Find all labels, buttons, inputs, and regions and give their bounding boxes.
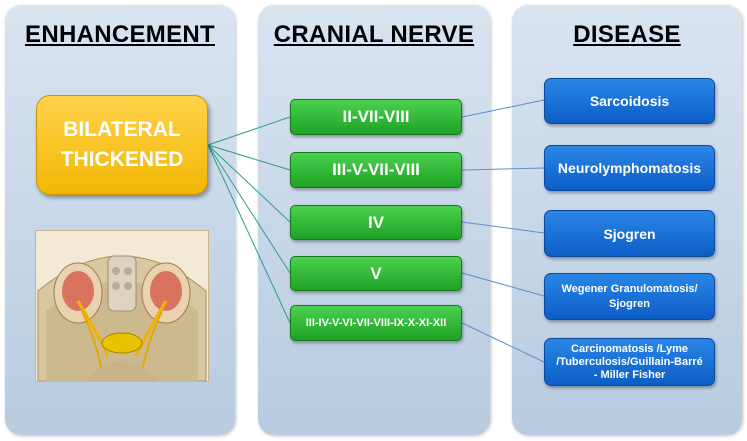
enhancement-box: BILATERAL THICKENED bbox=[36, 95, 208, 195]
nerve-box-5: III-IV-V-VI-VII-VIII-IX-X-XI-XII bbox=[290, 305, 462, 341]
nerve-label-4: V bbox=[370, 263, 382, 283]
enhancement-header: ENHANCEMENT bbox=[25, 21, 215, 48]
connector-enh-nerve-3 bbox=[207, 144, 291, 223]
connector-enh-nerve-1 bbox=[207, 116, 291, 146]
connector-nerve-disease-3 bbox=[461, 221, 545, 234]
connector-nerve-disease-1 bbox=[461, 99, 545, 118]
cranial-nerve-header: CRANIAL NERVE bbox=[273, 21, 475, 48]
connector-enh-nerve-5 bbox=[207, 144, 291, 324]
connector-enh-nerve-2 bbox=[207, 144, 291, 171]
disease-box-3: Sjogren bbox=[544, 210, 715, 257]
disease-box-4: Wegener Granulomatosis/ Sjogren bbox=[544, 273, 715, 320]
disease-box-2: Neurolymphomatosis bbox=[544, 145, 715, 191]
nerve-label-2: III-V-VII-VIII bbox=[332, 160, 420, 179]
nerve-label-1: II-VII-VIII bbox=[342, 107, 410, 126]
nerve-box-1: II-VII-VIII bbox=[290, 99, 462, 135]
nerve-label-3: IV bbox=[367, 212, 385, 232]
nerve-label-5: III-IV-V-VI-VII-VIII-IX-X-XI-XII bbox=[305, 317, 447, 329]
skull-base-illustration bbox=[35, 230, 209, 382]
connector-nerve-disease-2 bbox=[461, 167, 545, 171]
disease-label-4: Wegener Granulomatosis/ Sjogren bbox=[561, 282, 698, 310]
disease-box-1: Sarcoidosis bbox=[544, 78, 715, 124]
connector-enh-nerve-4 bbox=[207, 144, 291, 274]
nerve-box-4: V bbox=[290, 256, 462, 291]
enhancement-line-1: BILATERAL bbox=[63, 118, 181, 141]
disease-header: DISEASE bbox=[573, 21, 681, 48]
disease-label-1: Sarcoidosis bbox=[589, 93, 670, 109]
disease-label-5: Carcinomatosis /Lyme /Tuberculosis/Guill… bbox=[556, 342, 703, 381]
disease-box-5: Carcinomatosis /Lyme /Tuberculosis/Guill… bbox=[544, 338, 715, 386]
connector-nerve-disease-4 bbox=[461, 272, 545, 297]
enhancement-line-2: THICKENED bbox=[60, 148, 184, 171]
nerve-box-2: III-V-VII-VIII bbox=[290, 152, 462, 188]
nerve-box-3: IV bbox=[290, 205, 462, 240]
disease-label-3: Sjogren bbox=[603, 225, 656, 242]
disease-label-2: Neurolymphomatosis bbox=[557, 160, 702, 176]
connector-nerve-disease-5 bbox=[461, 322, 545, 363]
